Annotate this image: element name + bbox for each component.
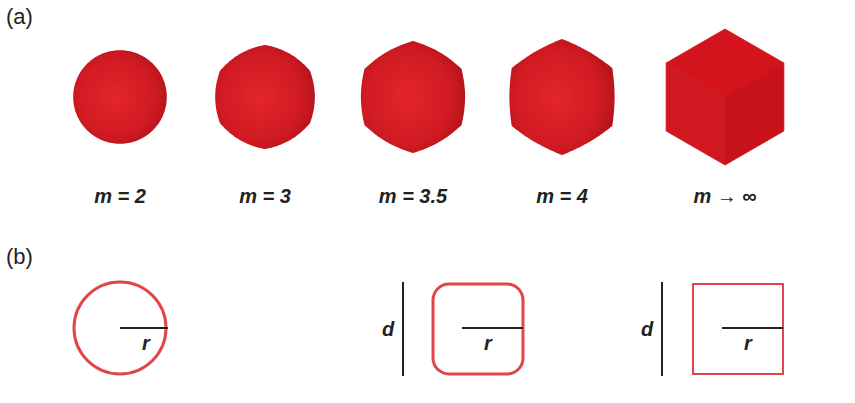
dimension-label: d <box>641 319 653 339</box>
parameter-label: m → ∞ <box>693 186 756 206</box>
parameter-label: m = 3 <box>239 186 291 206</box>
sphere <box>73 50 167 144</box>
radius-label: r <box>142 333 150 353</box>
radius-label: r <box>484 333 492 353</box>
dimension-line <box>402 282 404 376</box>
parameter-label: m = 3.5 <box>379 186 447 206</box>
superellipsoid-m35 <box>361 41 465 153</box>
cube-face <box>725 63 784 165</box>
superellipsoid-m3 <box>215 45 315 149</box>
panel-label: (b) <box>6 246 33 268</box>
square-outline <box>693 284 783 374</box>
dimension-line <box>661 282 663 376</box>
rounded-square-outline <box>433 284 523 374</box>
panel-label: (a) <box>6 6 33 28</box>
parameter-label: m = 2 <box>94 186 146 206</box>
dimension-label: d <box>382 319 394 339</box>
cube-face <box>666 63 725 165</box>
radius-line <box>120 327 168 329</box>
radius-line <box>462 327 523 329</box>
radius-line <box>722 327 783 329</box>
radius-label: r <box>744 333 752 353</box>
superellipsoid-m4 <box>509 39 614 155</box>
parameter-label: m = 4 <box>536 186 588 206</box>
